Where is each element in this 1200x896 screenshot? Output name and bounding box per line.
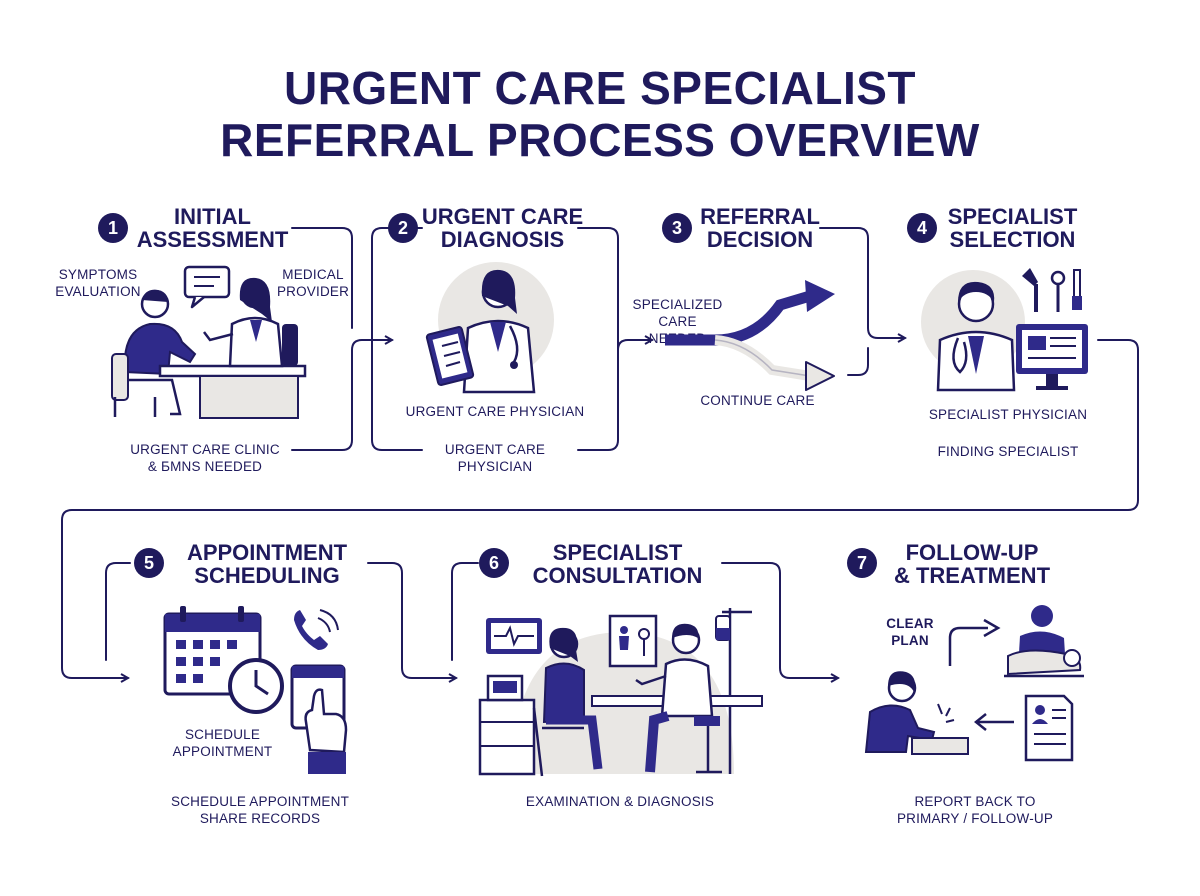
heart-monitor-icon	[486, 618, 542, 654]
step-6-label-examination: EXAMINATION & DIAGNOSIS	[525, 794, 715, 809]
connector-1-to-2	[291, 340, 392, 451]
step-4-label-finding: FINDING SPECIALIST	[937, 444, 1079, 459]
connector-2-to-3	[617, 340, 652, 351]
step-7-label-plan-line-2: PLAN	[891, 633, 929, 648]
branch-arrow-icon	[665, 280, 835, 391]
step-2-title: URGENT CARE DIAGNOSIS	[420, 205, 585, 251]
step-1-label-clinic: URGENT CARE CLINIC & ƂMNS NEEDED	[120, 441, 290, 475]
iv-drip-icon	[715, 608, 752, 774]
connector-3-to-4	[819, 227, 905, 338]
page-title-line-1: URGENT CARE SPECIALIST	[283, 62, 917, 114]
step-7-label-plan: CLEAR PLAN	[870, 615, 950, 649]
step-5-label-share-line-1: SCHEDULE APPOINTMENT	[170, 794, 350, 809]
step-4-title-line-2: SELECTION	[949, 227, 1076, 252]
step-2-label-physician-line-2: PHYSICIAN	[457, 459, 533, 474]
stethoscope-icon	[508, 325, 519, 369]
step-2-caption: URGENT CARE PHYSICIAN	[405, 404, 585, 419]
step-4-title: SPECIALIST SELECTION	[940, 205, 1085, 251]
step-4-specialist-illustration	[921, 268, 1088, 392]
hand-pointer-icon	[290, 664, 348, 774]
step-1-label-symptoms-line-2: EVALUATION	[55, 284, 141, 299]
step-7-label-report: REPORT BACK TO PRIMARY / FOLLOW-UP	[880, 793, 1070, 827]
step-6-number-badge: 6	[479, 548, 509, 578]
connector-2-left	[371, 227, 423, 451]
step-1-label-symptoms-line-1: SYMPTOMS	[58, 267, 138, 282]
connector-3-lower	[847, 347, 869, 376]
clipboard-icon	[425, 326, 475, 386]
step-5-title: APPOINTMENT SCHEDULING	[168, 541, 366, 587]
step-4-title-line-1: SPECIALIST	[947, 204, 1078, 229]
step-1-label-provider-line-2: PROVIDER	[276, 284, 350, 299]
step-5-scheduling-illustration	[163, 606, 348, 774]
step-7-number-badge: 7	[847, 548, 877, 578]
step-4-caption: SPECIALIST PHYSICIAN	[928, 407, 1088, 422]
connector-2-right	[577, 227, 619, 451]
step-2-label-physician-line-1: URGENT CARE	[444, 442, 546, 457]
step-2-label-physician: URGENT CARE PHYSICIAN	[420, 441, 570, 475]
step-2-physician-illustration	[425, 262, 554, 394]
connector-1-top	[291, 227, 353, 329]
step-7-label-report-line-2: PRIMARY / FOLLOW-UP	[896, 811, 1054, 826]
report-document-icon	[1024, 694, 1074, 762]
page-title-line-2: REFERRAL PROCESS OVERVIEW	[220, 114, 980, 166]
step-1-assessment-illustration	[111, 265, 307, 419]
step-5-label-schedule-line-2: APPOINTMENT	[172, 744, 273, 759]
tools-icon	[1022, 268, 1082, 312]
step-5-label-share-line-2: SHARE RECORDS	[199, 811, 321, 826]
step-3-label-continue: CONTINUE CARE	[700, 393, 815, 408]
step-6-title: SPECIALIST CONSULTATION	[515, 541, 720, 587]
step-7-followup-illustration	[864, 605, 1084, 762]
step-4-number-badge: 4	[907, 213, 937, 243]
step-5-label-share: SCHEDULE APPOINTMENT SHARE RECORDS	[150, 793, 370, 827]
step-3-title-line-1: REFERRAL	[700, 204, 820, 229]
step-1-number-badge: 1	[98, 213, 128, 243]
step-3-title-line-2: DECISION	[706, 227, 814, 252]
step-3-title: REFERRAL DECISION	[690, 205, 830, 251]
step-2-title-line-1: URGENT CARE	[421, 204, 584, 229]
step-7-title-line-2: & TREATMENT	[893, 563, 1051, 588]
step-1-label-symptoms: SYMPTOMS EVALUATION	[48, 266, 148, 300]
connector-5-to-6	[367, 562, 456, 678]
step-1-label-clinic-line-1: URGENT CARE CLINIC	[130, 442, 280, 457]
connector-6-to-7	[721, 562, 838, 678]
monitor-icon	[1016, 324, 1088, 390]
clock-icon	[228, 658, 284, 714]
step-7-title: FOLLOW-UP & TREATMENT	[882, 541, 1062, 587]
step-5-number-badge: 5	[134, 548, 164, 578]
step-1-label-provider-line-1: MEDICAL	[282, 267, 344, 282]
chat-bubble-icon	[183, 265, 231, 309]
step-3-number-badge: 3	[662, 213, 692, 243]
step-1-title-line-2: ASSESSMENT	[136, 227, 289, 252]
connector-4-to-5	[61, 339, 1139, 678]
step-5-title-line-2: SCHEDULING	[194, 563, 340, 588]
step-2-number-badge: 2	[388, 213, 418, 243]
step-7-label-report-line-1: REPORT BACK TO	[914, 794, 1036, 809]
xray-chart-icon	[608, 614, 658, 668]
step-2-title-line-2: DIAGNOSIS	[440, 227, 565, 252]
step-7-title-line-1: FOLLOW-UP	[905, 540, 1039, 565]
step-6-title-line-1: SPECIALIST	[552, 540, 683, 565]
connector-5-left	[105, 562, 131, 661]
step-1-label-clinic-line-2: & ƂMNS NEEDED	[147, 459, 263, 474]
step-3-label-specialized-line-1: SPECIALIZED	[632, 297, 723, 312]
step-5-label-schedule-line-1: SCHEDULE	[184, 727, 261, 742]
stethoscope-icon	[952, 337, 968, 374]
step-5-title-line-1: APPOINTMENT	[186, 540, 348, 565]
plan-arrow-icon	[948, 626, 988, 666]
step-5-label-schedule: SCHEDULE APPOINTMENT	[160, 726, 285, 760]
step-7-label-plan-line-1: CLEAR	[886, 616, 934, 631]
step-6-consultation-illustration	[478, 608, 763, 777]
step-1-label-provider: MEDICAL PROVIDER	[268, 266, 358, 300]
step-1-title: INITIAL ASSESSMENT	[130, 205, 295, 251]
step-6-title-line-2: CONSULTATION	[532, 563, 703, 588]
connector-6-left	[451, 562, 479, 661]
phone-icon	[294, 609, 339, 650]
step-1-title-line-1: INITIAL	[174, 204, 251, 229]
